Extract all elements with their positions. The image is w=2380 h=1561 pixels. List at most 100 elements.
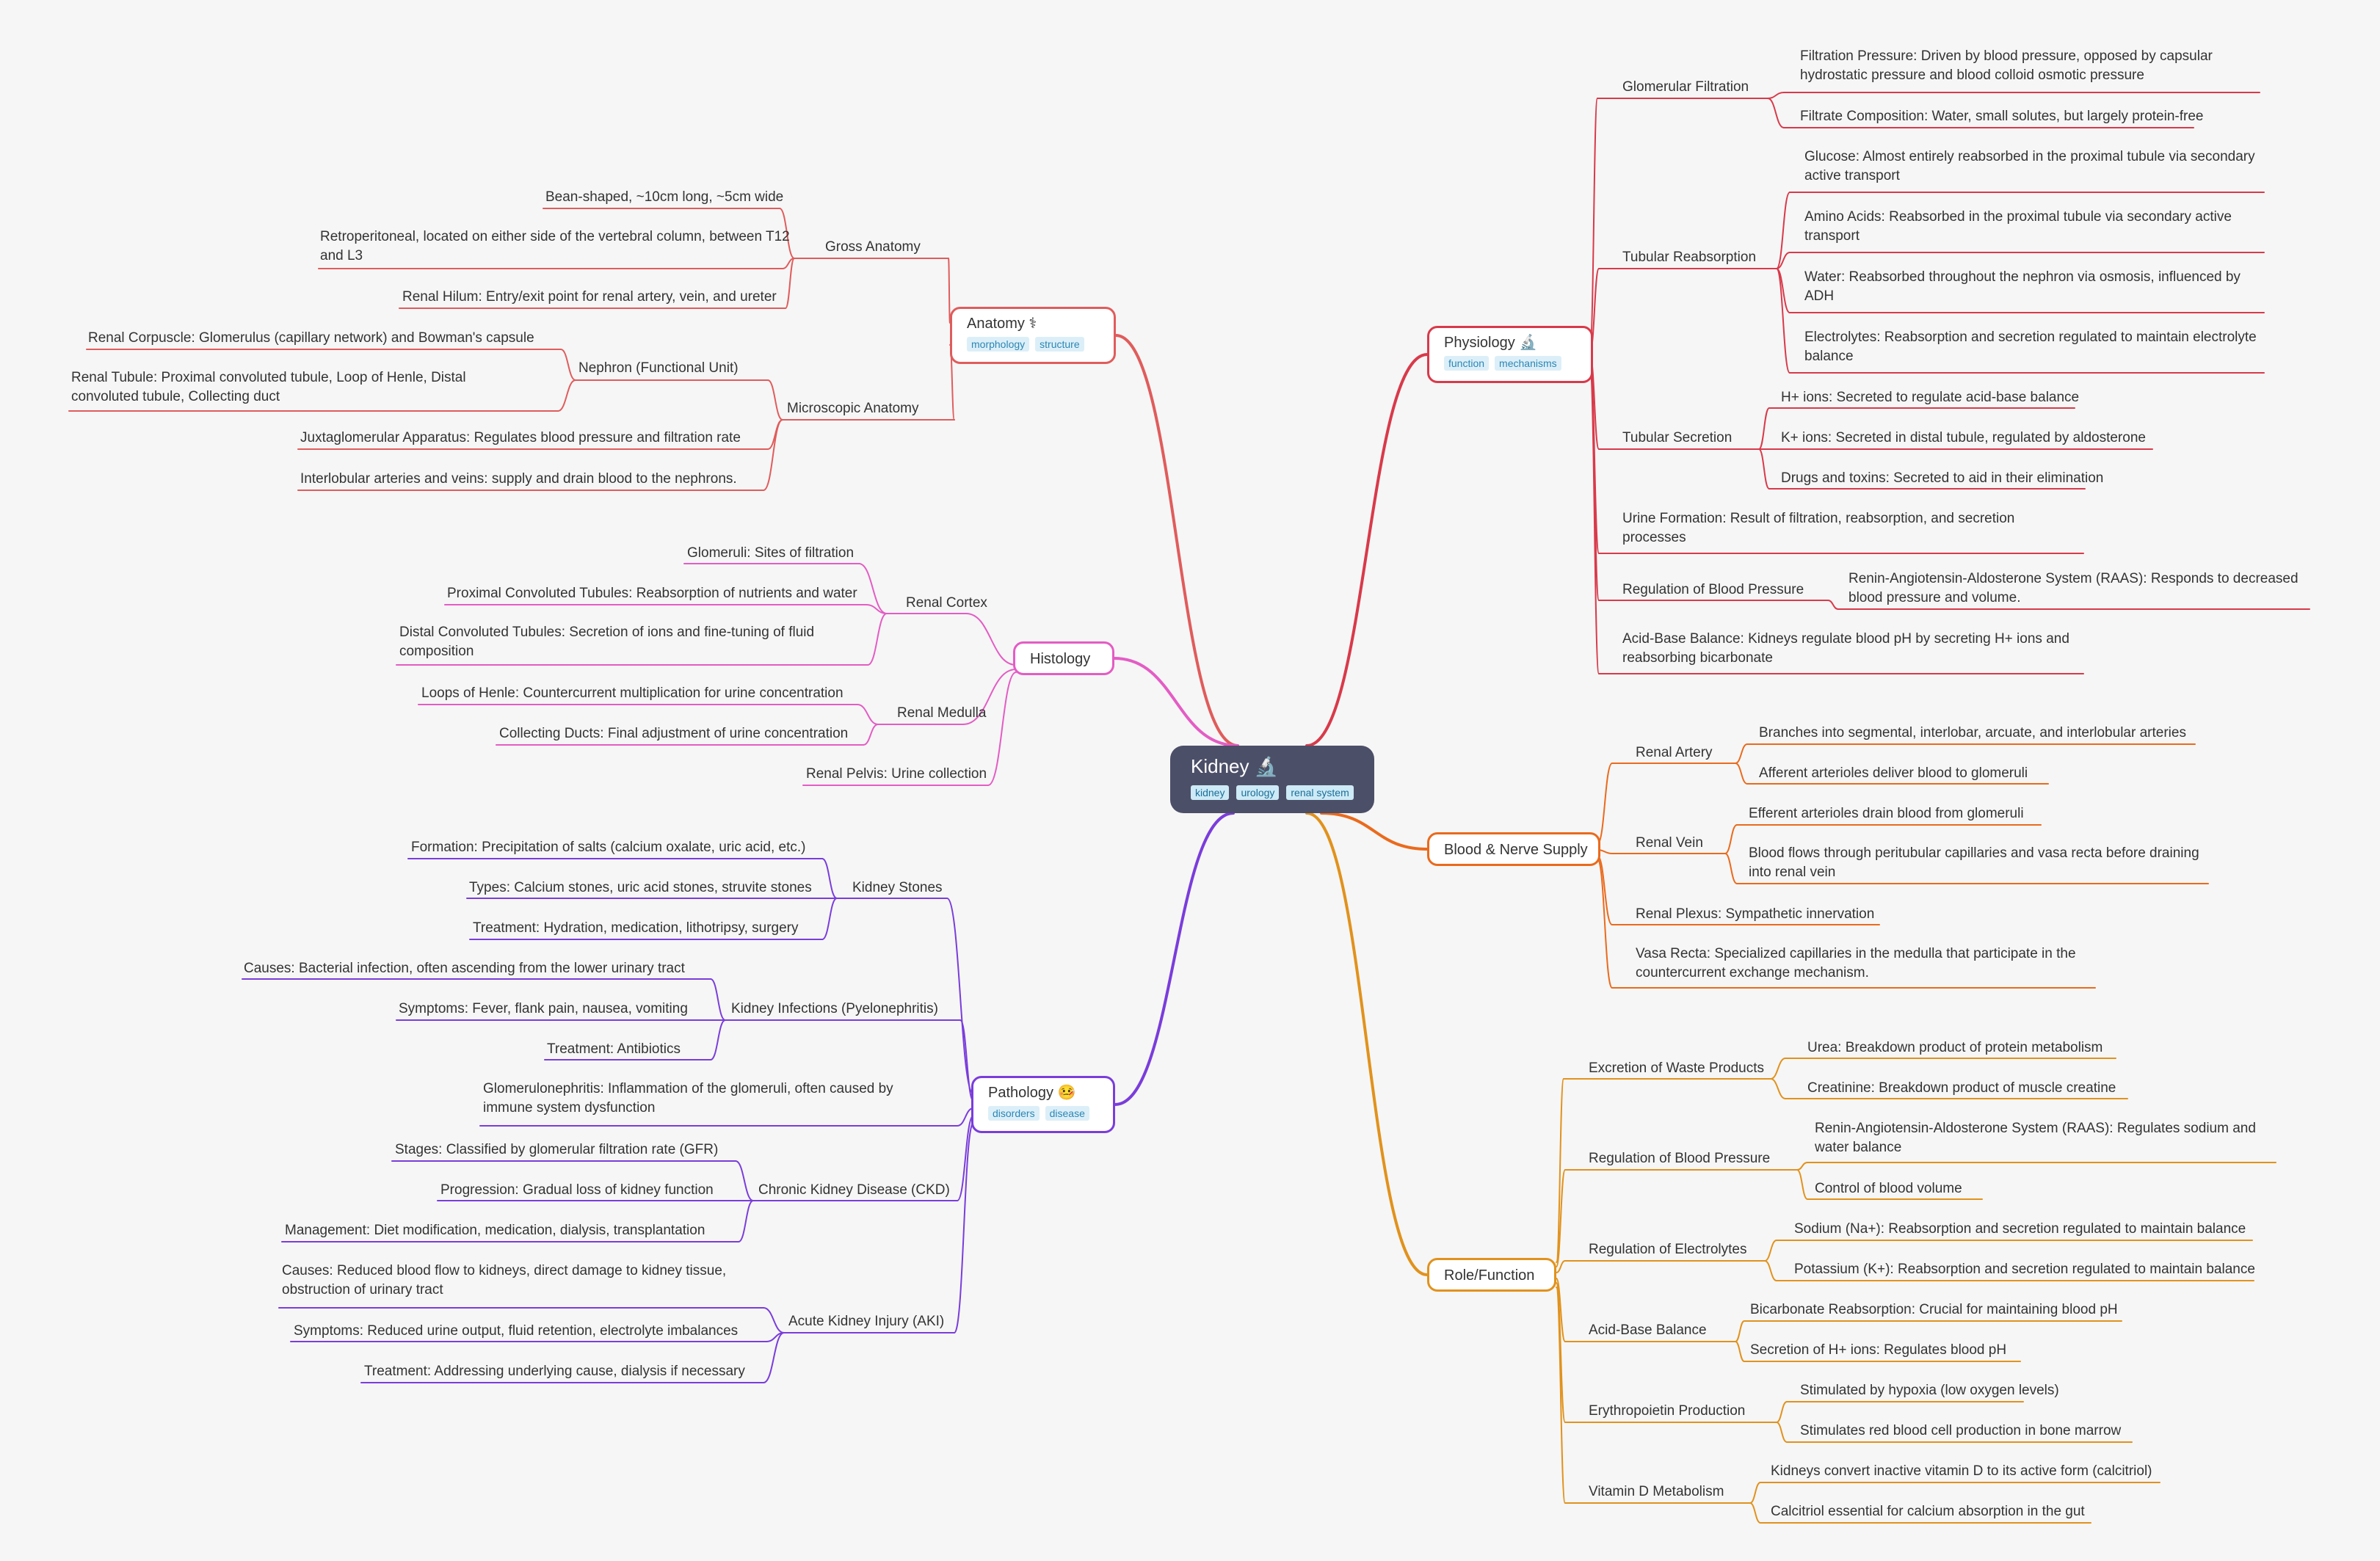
leaf-topic[interactable]: K+ ions: Secreted in distal tubule, regu…	[1781, 430, 2146, 445]
topic-ckd[interactable]: Chronic Kidney Disease (CKD)	[758, 1182, 950, 1198]
topic-role-blood-pressure[interactable]: Regulation of Blood Pressure	[1589, 1151, 1771, 1166]
topic-erythropoietin[interactable]: Erythropoietin Production	[1589, 1403, 1746, 1419]
connector-line	[779, 208, 795, 259]
leaf-topic[interactable]: Formation: Precipitation of salts (calci…	[411, 840, 806, 855]
topic-tubular-reabsorption[interactable]: Tubular Reabsorption	[1622, 250, 1757, 265]
leaf-topic[interactable]: Renal Hilum: Entry/exit point for renal …	[402, 289, 777, 305]
branch-histology[interactable]: Histology	[1013, 641, 1114, 675]
leaf-topic[interactable]: Vasa Recta: Specialized capillaries in t…	[1636, 946, 2076, 980]
leaf-topic[interactable]: Progression: Gradual loss of kidney func…	[440, 1182, 714, 1198]
leaf-topic[interactable]: Secretion of H+ ions: Regulates blood pH	[1750, 1342, 2007, 1358]
leaf-topic[interactable]: Treatment: Hydration, medication, lithot…	[473, 920, 799, 936]
leaf-topic[interactable]: Management: Diet modification, medicatio…	[285, 1223, 705, 1238]
leaf-topic[interactable]: Renin-Angiotensin-Aldosterone System (RA…	[1815, 1121, 2256, 1155]
topic-renal-artery[interactable]: Renal Artery	[1636, 745, 1713, 760]
branch-blood-nerve-supply[interactable]: Blood & Nerve Supply	[1427, 832, 1600, 866]
leaf-topic[interactable]: Proximal Convoluted Tubules: Reabsorptio…	[447, 586, 857, 601]
leaf-topic[interactable]: Sodium (Na+): Reabsorption and secretion…	[1794, 1221, 2246, 1237]
leaf-topic[interactable]: Renin-Angiotensin-Aldosterone System (RA…	[1849, 571, 2299, 605]
branch-tags: function mechanisms	[1444, 356, 1576, 371]
leaf-topic[interactable]: Urea: Breakdown product of protein metab…	[1807, 1040, 2103, 1055]
leaf-topic[interactable]: Interlobular arteries and veins: supply …	[300, 471, 737, 487]
leaf-topic[interactable]: Renal Tubule: Proximal convoluted tubule…	[71, 370, 466, 404]
leaf-topic[interactable]: Control of blood volume	[1815, 1181, 1962, 1196]
topic-glomerular-filtration[interactable]: Glomerular Filtration	[1622, 79, 1749, 95]
leaf-topic[interactable]: Treatment: Antibiotics	[547, 1041, 681, 1057]
leaf-topic[interactable]: Efferent arterioles drain blood from glo…	[1749, 806, 2024, 821]
connector-line	[710, 1019, 726, 1060]
branch-physiology[interactable]: Physiology 🔬 function mechanisms	[1427, 326, 1593, 383]
leaf-topic[interactable]: Filtration Pressure: Driven by blood pre…	[1800, 48, 2213, 83]
topic-regulation-electrolytes[interactable]: Regulation of Electrolytes	[1589, 1242, 1747, 1257]
leaf-topic[interactable]: Stimulated by hypoxia (low oxygen levels…	[1800, 1383, 2059, 1398]
leaf-topic[interactable]: Electrolytes: Reabsorption and secretion…	[1804, 330, 2257, 364]
leaf-topic[interactable]: Bicarbonate Reabsorption: Crucial for ma…	[1750, 1302, 2118, 1317]
leaf-topic[interactable]: Calcitriol essential for calcium absorpt…	[1771, 1504, 2085, 1519]
topic-aki[interactable]: Acute Kidney Injury (AKI)	[788, 1314, 945, 1329]
topic-tubular-secretion[interactable]: Tubular Secretion	[1622, 430, 1733, 445]
leaf-topic[interactable]: Renal Corpuscle: Glomerulus (capillary n…	[88, 330, 534, 346]
leaf-topic[interactable]: Retroperitoneal, located on either side …	[320, 229, 790, 263]
connector-line	[1735, 743, 1748, 764]
leaf-topic[interactable]: Causes: Bacterial infection, often ascen…	[244, 961, 685, 976]
topic-vitamin-d[interactable]: Vitamin D Metabolism	[1589, 1484, 1724, 1499]
leaf-topic[interactable]: Loops of Henle: Countercurrent multiplic…	[421, 685, 843, 701]
leaf-topic[interactable]: Urine Formation: Result of filtration, r…	[1622, 511, 2015, 545]
leaf-topic[interactable]: Symptoms: Fever, flank pain, nausea, vom…	[399, 1001, 688, 1016]
branch-anatomy[interactable]: Anatomy ⚕ morphology structure	[950, 307, 1116, 364]
connector-line	[962, 669, 1017, 725]
leaf-topic[interactable]: Causes: Reduced blood flow to kidneys, d…	[282, 1263, 727, 1298]
topic-renal-medulla[interactable]: Renal Medulla	[897, 705, 987, 721]
branch-tag: disorders	[988, 1106, 1040, 1121]
connector-line	[1776, 1401, 1788, 1423]
leaf-topic[interactable]: Potassium (K+): Reabsorption and secreti…	[1794, 1262, 2255, 1277]
leaf-topic[interactable]: Drugs and toxins: Secreted to aid in the…	[1781, 470, 2104, 486]
leaf-topic[interactable]: Renal Plexus: Sympathetic innervation	[1636, 906, 1875, 922]
connector-line	[1589, 371, 1600, 674]
connector-line	[1556, 1078, 1564, 1263]
branch-role-function[interactable]: Role/Function	[1427, 1258, 1556, 1292]
leaf-topic[interactable]: Collecting Ducts: Final adjustment of ur…	[499, 726, 849, 741]
leaf-topic[interactable]: Glomeruli: Sites of filtration	[687, 545, 855, 561]
connector-line	[857, 704, 879, 725]
leaf-topic[interactable]: Bean-shaped, ~10cm long, ~5cm wide	[545, 189, 784, 205]
leaf-topic[interactable]: Distal Convoluted Tubules: Secretion of …	[399, 625, 815, 659]
leaf-topic[interactable]: Glomerulonephritis: Inflammation of the …	[483, 1081, 893, 1116]
connector-line	[560, 349, 576, 381]
leaf-topic[interactable]: Juxtaglomerular Apparatus: Regulates blo…	[300, 430, 741, 445]
topic-renal-cortex[interactable]: Renal Cortex	[906, 595, 987, 611]
connector-line	[858, 563, 888, 614]
leaf-topic[interactable]: Kidneys convert inactive vitamin D to it…	[1771, 1463, 2152, 1479]
leaf-topic[interactable]: Treatment: Addressing underlying cause, …	[364, 1364, 745, 1379]
leaf-topic[interactable]: Types: Calcium stones, uric acid stones,…	[469, 880, 812, 895]
leaf-topic[interactable]: Symptoms: Reduced urine output, fluid re…	[294, 1323, 739, 1339]
leaf-topic[interactable]: Blood flows through peritubular capillar…	[1749, 845, 2199, 880]
leaf-topic[interactable]: Branches into segmental, interlobar, arc…	[1759, 725, 2186, 741]
leaf-topic[interactable]: Water: Reabsorbed throughout the nephron…	[1804, 269, 2241, 304]
connector-line	[1764, 1260, 1777, 1281]
leaf-topic[interactable]: Amino Acids: Reabsorbed in the proximal …	[1804, 209, 2232, 244]
connector-line	[957, 1115, 974, 1201]
leaf-topic[interactable]: Afferent arterioles deliver blood to glo…	[1759, 765, 2028, 781]
leaf-topic[interactable]: Glucose: Almost entirely reabsorbed in t…	[1804, 149, 2255, 183]
leaf-topic[interactable]: Filtrate Composition: Water, small solut…	[1800, 109, 2204, 124]
leaf-topic[interactable]: Stimulates red blood cell production in …	[1800, 1423, 2122, 1438]
connector-line	[763, 1307, 785, 1333]
topic-nephron[interactable]: Nephron (Functional Unit)	[578, 360, 739, 376]
leaf-topic[interactable]: Acid-Base Balance: Kidneys regulate bloo…	[1622, 631, 2069, 666]
topic-regulation-blood-pressure[interactable]: Regulation of Blood Pressure	[1622, 582, 1804, 597]
leaf-topic[interactable]: H+ ions: Secreted to regulate acid-base …	[1781, 390, 2080, 405]
topic-renal-vein[interactable]: Renal Vein	[1636, 835, 1703, 851]
branch-pathology[interactable]: Pathology 🤒 disorders disease	[971, 1076, 1115, 1133]
leaf-topic[interactable]: Creatinine: Breakdown product of muscle …	[1807, 1080, 2116, 1096]
topic-kidney-infections[interactable]: Kidney Infections (Pyelonephritis)	[731, 1001, 938, 1016]
topic-gross-anatomy[interactable]: Gross Anatomy	[825, 239, 921, 255]
topic-excretion-waste[interactable]: Excretion of Waste Products	[1589, 1060, 1765, 1076]
topic-kidney-stones[interactable]: Kidney Stones	[852, 880, 943, 895]
connector-line	[1776, 268, 1791, 374]
leaf-topic[interactable]: Renal Pelvis: Urine collection	[806, 766, 987, 782]
leaf-topic[interactable]: Stages: Classified by glomerular filtrat…	[395, 1142, 719, 1157]
root-topic[interactable]: Kidney 🔬 kidney urology renal system	[1170, 746, 1374, 813]
topic-acid-base[interactable]: Acid-Base Balance	[1589, 1322, 1707, 1338]
topic-microscopic-anatomy[interactable]: Microscopic Anatomy	[787, 401, 919, 416]
